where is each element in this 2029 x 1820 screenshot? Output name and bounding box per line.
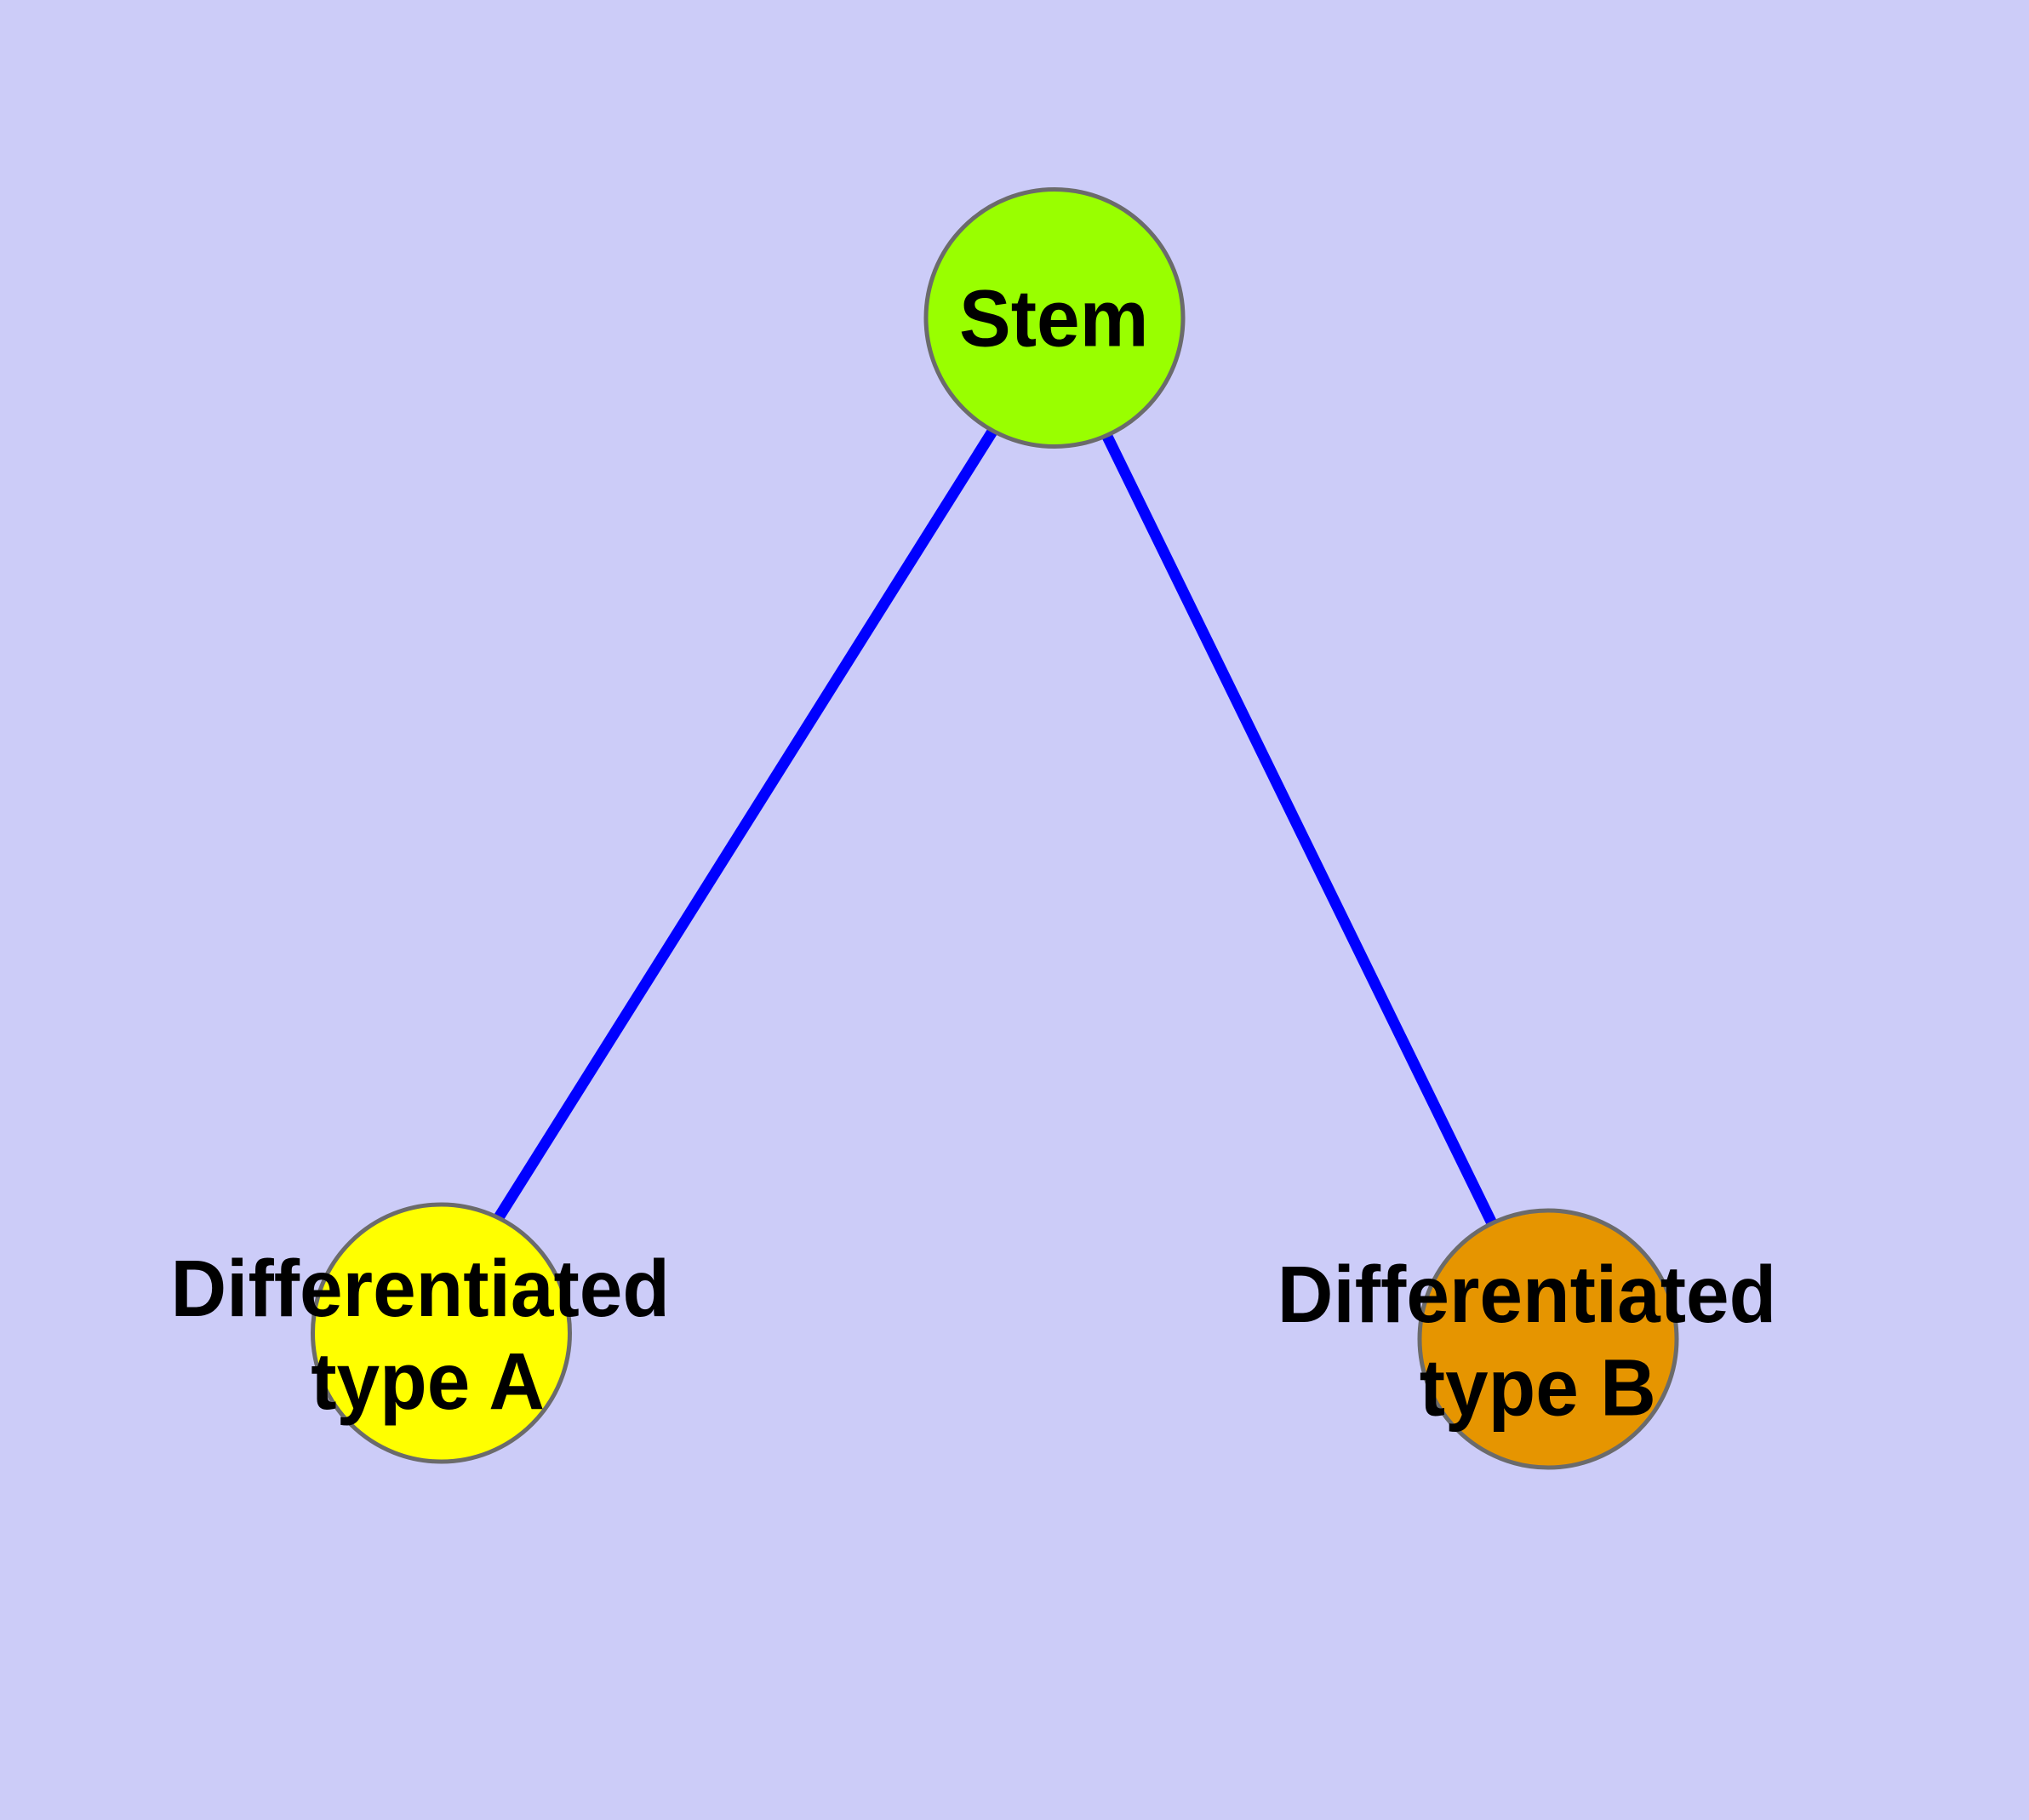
svg-text:Stem: Stem [959, 273, 1149, 363]
svg-text:Differentiated: Differentiated [170, 1243, 669, 1333]
svg-text:Differentiated: Differentiated [1277, 1249, 1776, 1339]
svg-text:type B: type B [1420, 1342, 1656, 1433]
svg-text:type A: type A [311, 1336, 545, 1426]
